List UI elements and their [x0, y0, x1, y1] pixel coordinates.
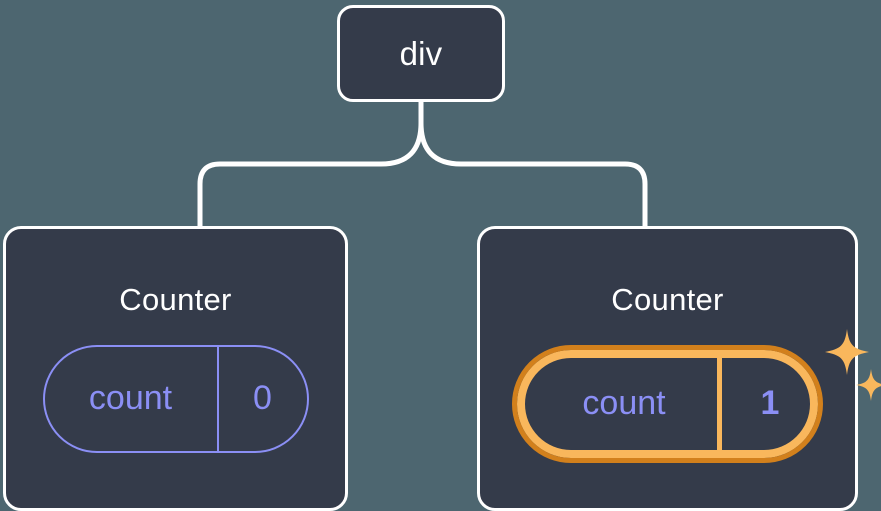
- state-key-left: count: [88, 379, 173, 417]
- node-counter-left-label: Counter: [119, 282, 232, 317]
- node-counter-right[interactable]: Counter count 1: [477, 226, 881, 511]
- sparkle-small-icon: [856, 369, 881, 401]
- state-pill-right[interactable]: count 1: [512, 345, 823, 463]
- node-counter-right-label: Counter: [611, 282, 724, 317]
- state-value-left: 0: [216, 347, 307, 451]
- connector-right: [418, 99, 648, 229]
- node-div[interactable]: div: [337, 5, 505, 102]
- state-pill-wrapper-right: count 1: [512, 329, 881, 463]
- node-counter-left[interactable]: Counter count 0: [3, 226, 348, 511]
- sparkle-icon: [825, 329, 869, 375]
- connector-left: [197, 99, 424, 229]
- diagram-canvas: div Counter count 0 Counter count 1: [3, 5, 881, 511]
- state-pill-wrapper-left: count 0: [42, 345, 309, 453]
- sparkle-group: [825, 329, 881, 401]
- node-div-label: div: [399, 35, 443, 72]
- state-pill-left[interactable]: count 0: [42, 345, 309, 453]
- state-key-right: count: [582, 384, 666, 422]
- state-value-right: 1: [717, 350, 818, 458]
